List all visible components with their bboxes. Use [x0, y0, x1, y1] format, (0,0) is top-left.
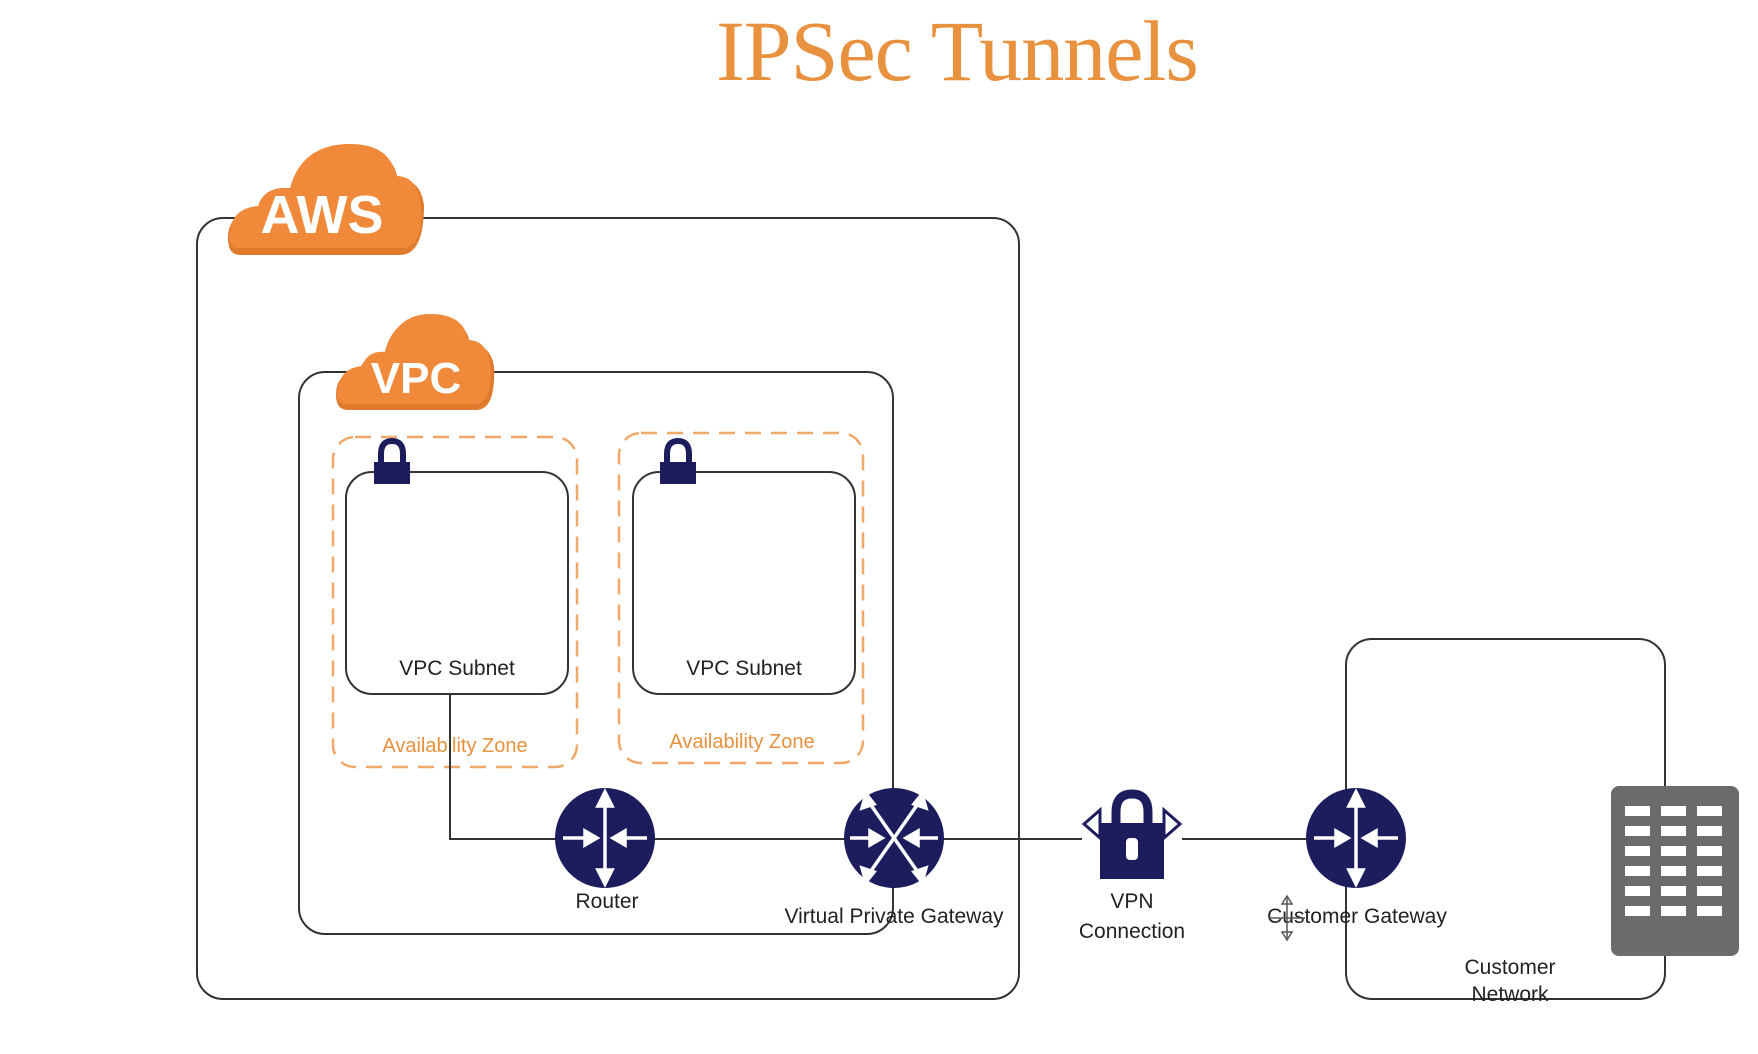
move-cursor-icon	[1269, 894, 1305, 942]
vpc-subnet-2	[632, 471, 856, 695]
vpc-subnet-1-label: VPC Subnet	[399, 657, 515, 680]
availability-zone-2-label: Availability Zone	[669, 731, 814, 753]
router-label: Router	[575, 890, 638, 913]
vpn-connection-label-line1: VPN	[1110, 890, 1153, 913]
aws-region-box	[196, 217, 1020, 1000]
availability-zone-1-label: Availability Zone	[382, 735, 527, 757]
subnet-to-router-line	[449, 694, 556, 840]
customer-gateway-label: Customer Gateway	[1267, 905, 1447, 928]
vpc-subnet-2-label: VPC Subnet	[686, 657, 802, 680]
server-rack-icon	[1611, 786, 1739, 956]
aws-cloud-icon: AWS	[228, 144, 424, 255]
customer-gateway-icon	[1306, 788, 1406, 888]
aws-cloud-label: AWS	[260, 185, 383, 245]
vpc-cloud-label: VPC	[371, 354, 461, 403]
vpn-connection-label-line2: Connection	[1079, 920, 1185, 943]
router-icon	[555, 788, 655, 888]
customer-network-label-line1: Customer	[1464, 956, 1555, 979]
availability-zone-2	[617, 431, 865, 765]
virtual-private-gateway-label: Virtual Private Gateway	[784, 905, 1004, 928]
vpn-lock-icon	[1081, 789, 1183, 879]
lock-icon	[374, 437, 410, 484]
virtual-private-gateway-icon	[844, 788, 944, 888]
availability-zone-1	[331, 435, 579, 769]
lock-icon	[660, 437, 696, 484]
customer-network-label-line2: Network	[1471, 983, 1549, 1006]
vpc-subnet-1	[345, 471, 569, 695]
page-title: IPSec Tunnels	[716, 3, 1199, 99]
vpc-box	[298, 371, 894, 935]
vpc-cloud-icon: VPC	[336, 314, 495, 410]
